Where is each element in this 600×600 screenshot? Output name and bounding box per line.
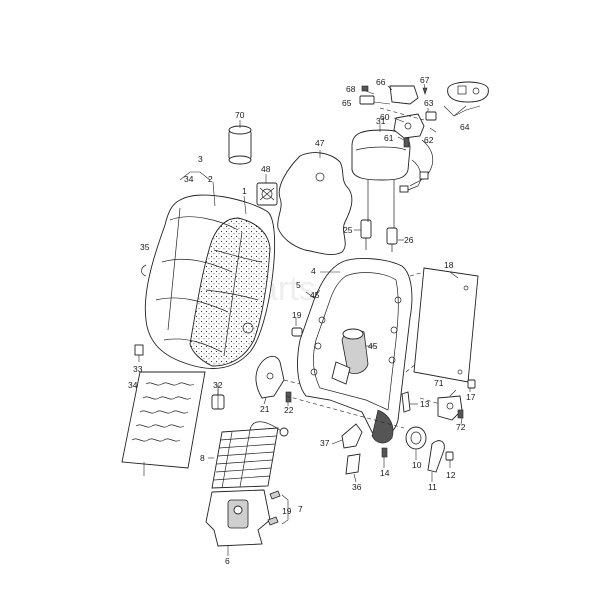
label-60: 60 <box>380 112 390 122</box>
leader-2 <box>212 181 216 207</box>
label-4: 4 <box>311 266 316 276</box>
part-62-cable <box>409 139 434 187</box>
label-11: 11 <box>428 482 437 492</box>
label-8: 8 <box>200 453 205 463</box>
part-33-clip <box>134 344 144 362</box>
part-65-switch <box>359 95 375 105</box>
label-7: 7 <box>298 504 303 514</box>
label-32: 32 <box>213 380 223 390</box>
label-36: 36 <box>352 482 362 492</box>
alignment-line <box>419 397 441 405</box>
part-6-lumbar-plate <box>205 489 271 556</box>
label-19-lower: 19 <box>282 506 292 516</box>
label-10: 10 <box>412 460 422 470</box>
label-37: 37 <box>320 438 330 448</box>
label-48: 48 <box>261 164 271 174</box>
part-26-headrest-guide <box>386 227 398 252</box>
part-68-screw <box>361 85 369 92</box>
part-35-clip <box>141 264 147 277</box>
label-66: 66 <box>376 77 386 87</box>
part-19-clip <box>291 327 303 337</box>
part-48-vent <box>256 182 278 206</box>
part-45-motor <box>331 328 369 385</box>
part-61-screw <box>403 137 410 148</box>
label-26: 26 <box>404 235 414 245</box>
part-1-pad-dotted <box>189 217 271 367</box>
part-10-gear <box>405 426 427 450</box>
part-17-clip <box>467 379 476 389</box>
part-21-bracket <box>255 355 285 399</box>
label-3: 3 <box>198 154 203 164</box>
label-62: 62 <box>424 135 434 145</box>
label-70: 70 <box>235 110 245 120</box>
part-63-connector <box>425 111 437 121</box>
label-18: 18 <box>444 260 454 270</box>
label-13: 13 <box>420 399 430 409</box>
label-1: 1 <box>242 186 247 196</box>
leader-lines <box>208 83 481 483</box>
part-31-headrest <box>351 129 422 228</box>
part-37-bracket <box>341 423 363 449</box>
alignment-line <box>283 379 301 385</box>
part-labels: 3 34 2 1 70 48 47 35 33 34 32 8 6 19 7 2… <box>128 75 476 566</box>
label-14: 14 <box>380 468 390 478</box>
part-18-back-panel <box>405 267 479 383</box>
label-71: 71 <box>434 378 444 388</box>
part-12-cap <box>445 451 454 461</box>
label-47: 47 <box>315 138 325 148</box>
label-17: 17 <box>466 392 476 402</box>
label-21: 21 <box>260 404 270 414</box>
label-2: 2 <box>208 174 213 184</box>
part-19-fasteners <box>267 490 289 526</box>
part-64-control-panel <box>447 81 489 103</box>
label-31: 31 <box>376 116 386 126</box>
part-70-foam-can <box>228 125 252 165</box>
label-25: 25 <box>343 225 353 235</box>
part-25-headrest-guide <box>360 219 372 250</box>
label-45: 45 <box>310 290 320 300</box>
part-71-bracket <box>437 395 463 421</box>
part-8-lumbar-support <box>211 421 289 489</box>
label-6: 6 <box>225 556 230 566</box>
label-19: 19 <box>292 310 302 320</box>
label-45-motor: 45 <box>368 341 378 351</box>
label-12: 12 <box>446 470 456 480</box>
bracket-3 <box>179 171 211 181</box>
label-35: 35 <box>140 242 150 252</box>
part-36-bracket <box>345 453 361 475</box>
label-34: 34 <box>184 174 194 184</box>
part-34-lumbar-mat <box>121 371 206 476</box>
label-34-lower: 34 <box>128 380 138 390</box>
part-11-lever <box>427 440 445 473</box>
part-14-screw <box>381 447 388 458</box>
part-47-pad <box>277 152 353 255</box>
label-33: 33 <box>133 364 143 374</box>
label-5: 5 <box>296 280 301 290</box>
label-22: 22 <box>284 405 294 415</box>
label-63: 63 <box>424 98 434 108</box>
part-22-screw <box>285 391 292 403</box>
part-66-actuator <box>389 85 419 105</box>
alignment-line <box>285 395 405 429</box>
label-72: 72 <box>456 422 466 432</box>
leader-1 <box>243 195 247 215</box>
label-64: 64 <box>460 122 470 132</box>
label-61: 61 <box>384 133 394 143</box>
part-13-bar <box>401 391 411 413</box>
part-67-clip <box>422 87 428 95</box>
part-72-screw <box>457 409 464 419</box>
label-68: 68 <box>346 84 356 94</box>
label-67: 67 <box>420 75 430 85</box>
part-60-headrest-mechanism <box>379 107 425 139</box>
label-65: 65 <box>342 98 352 108</box>
